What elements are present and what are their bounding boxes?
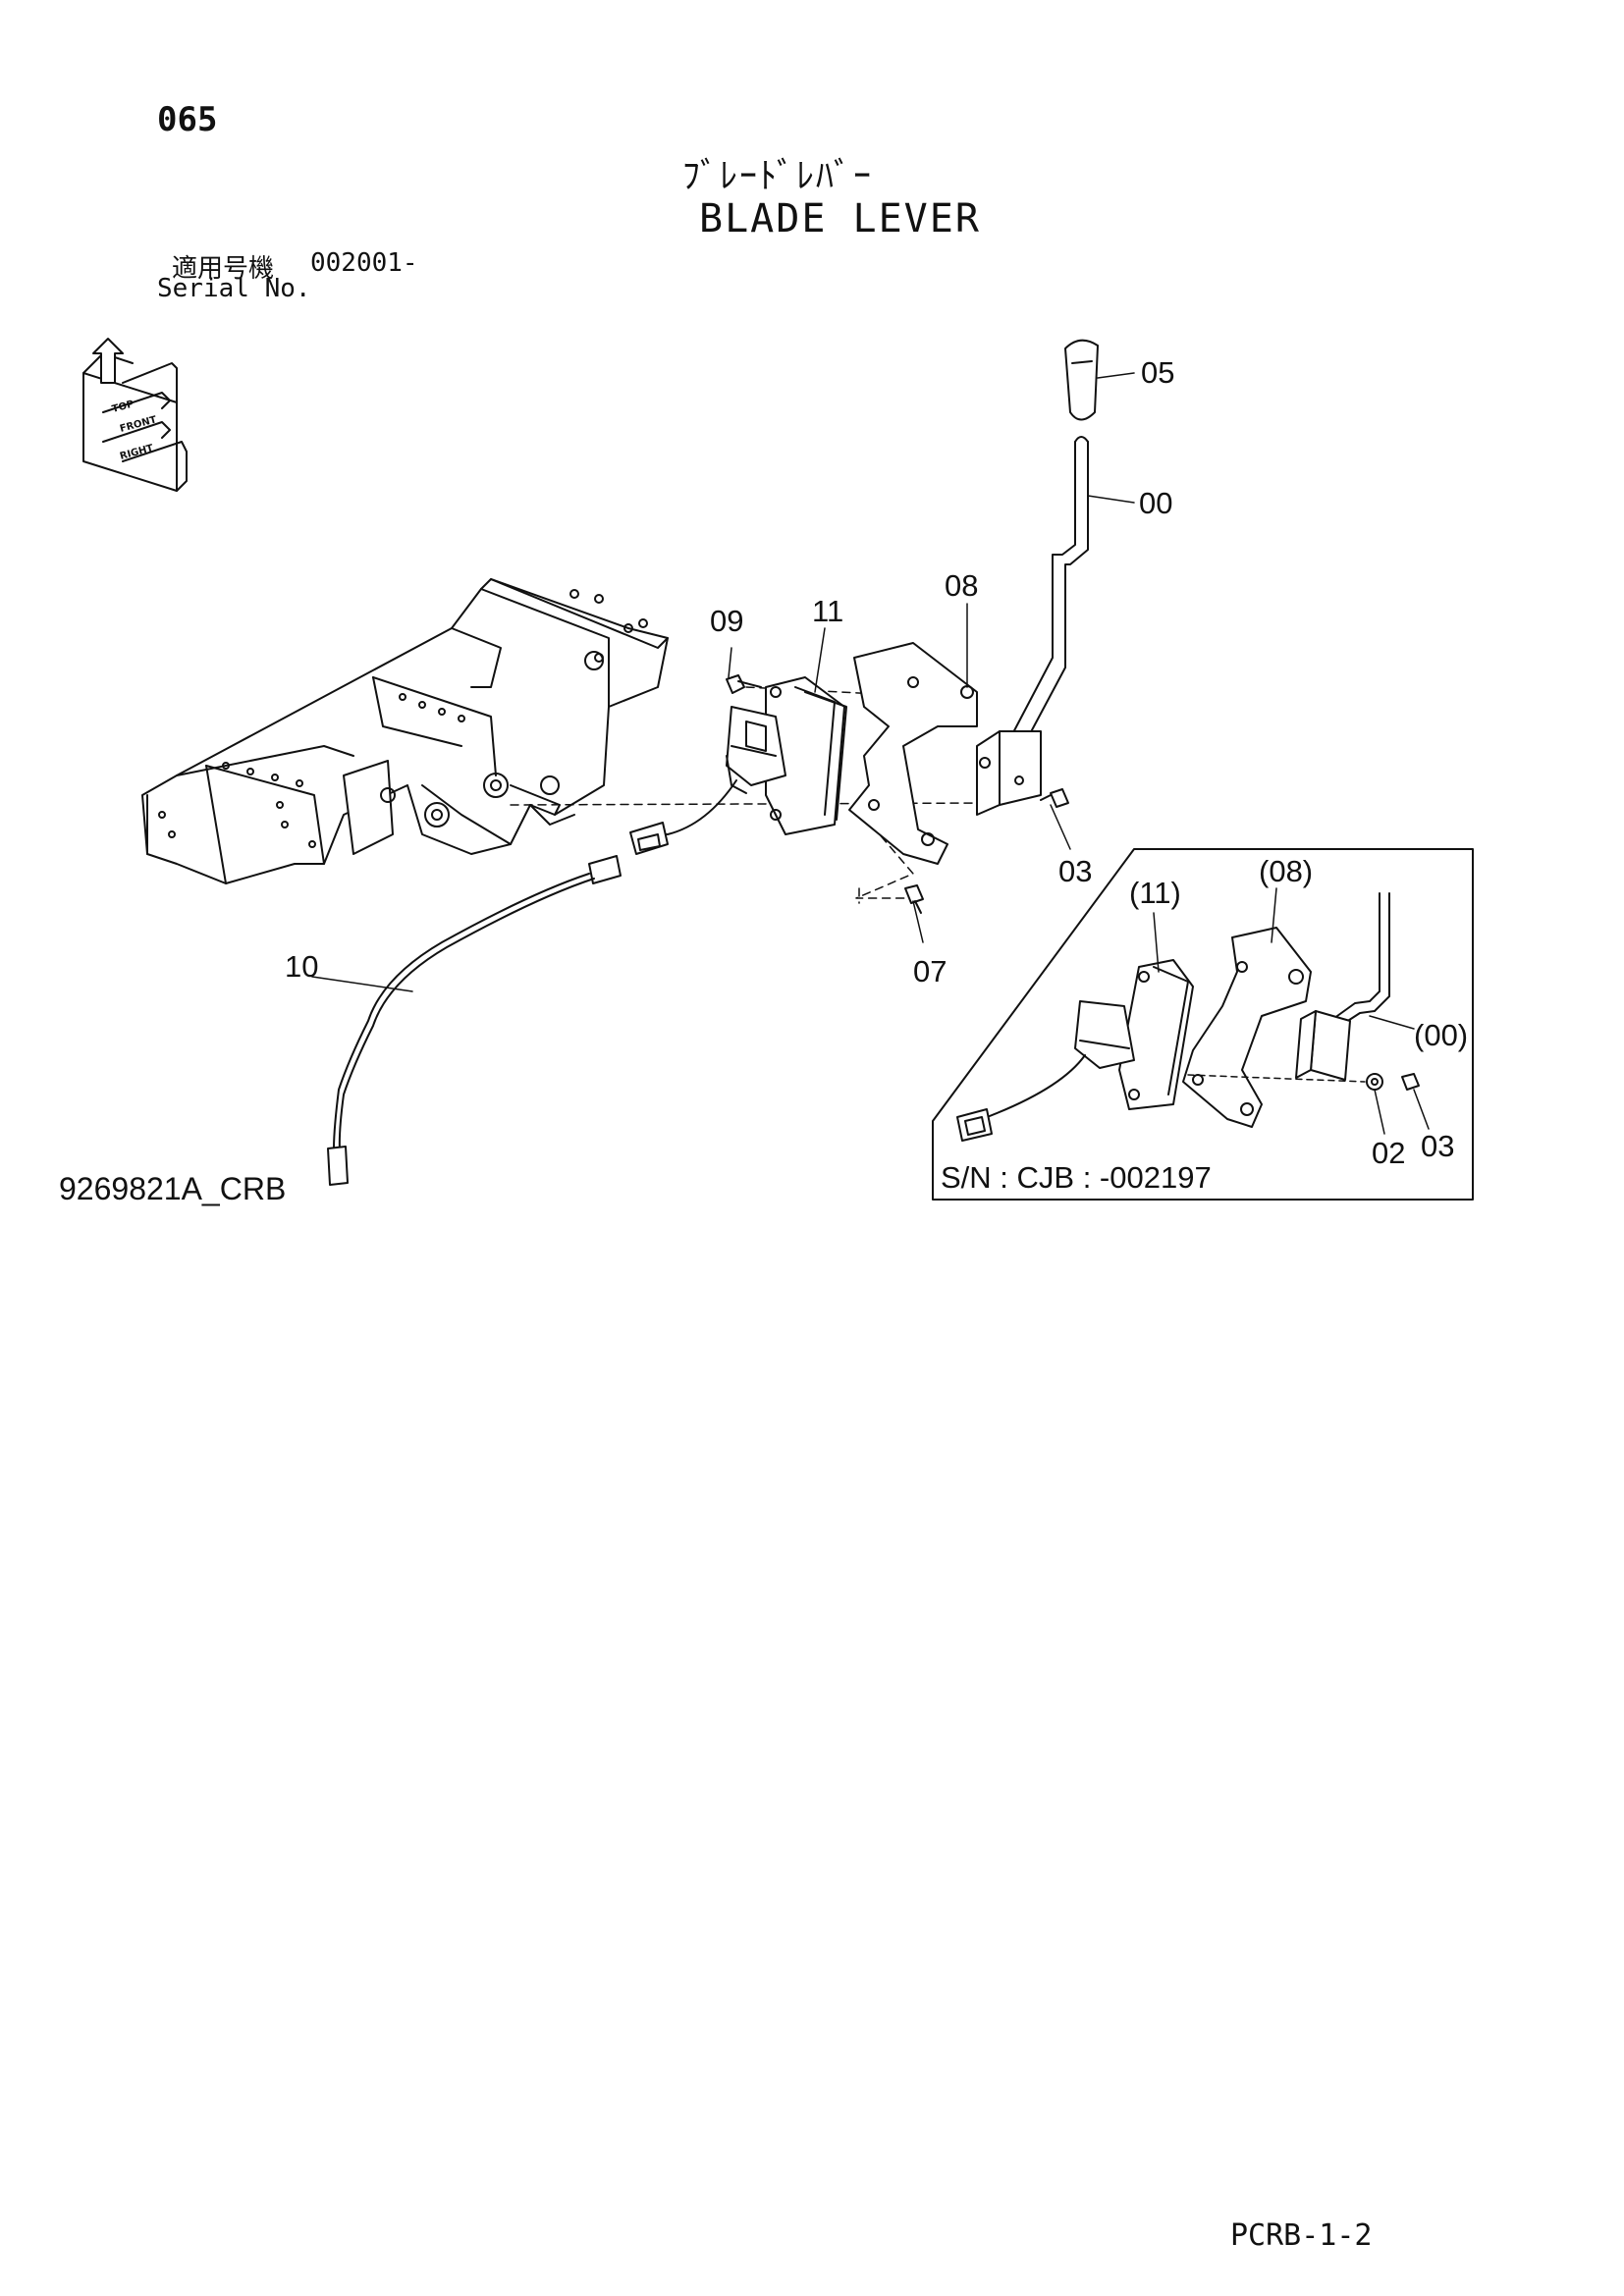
lever-rod-drawing [976, 436, 1089, 816]
callout-09: 09 [710, 604, 743, 638]
bolt-09-drawing [726, 674, 762, 694]
inset-detail-box [932, 848, 1474, 1201]
switch-assembly-drawing [726, 676, 847, 835]
serial-value: 002001- [310, 248, 418, 278]
orientation-cube-icon: TOP FRONT RIGHT [82, 338, 188, 492]
inset-callout-11: (11) [1129, 876, 1181, 910]
title-japanese: ﾌﾞﾚｰﾄﾞﾚﾊﾞｰ [682, 156, 873, 196]
inset-callout-03: 03 [1421, 1129, 1454, 1163]
title-english: BLADE LEVER [699, 196, 981, 241]
page-code: PCRB-1-2 [1230, 2218, 1373, 2253]
callout-07: 07 [913, 954, 947, 988]
bolt-07-drawing [904, 884, 924, 914]
serial-label-japanese: 適用号機 [172, 254, 275, 284]
inset-callout-08: (08) [1259, 854, 1313, 888]
wire-harness-drawing [327, 779, 737, 1186]
lever-knob-drawing [1064, 339, 1099, 421]
inset-callout-00: (00) [1414, 1018, 1468, 1052]
inset-callout-02: 02 [1372, 1136, 1405, 1170]
serial-label-english: Serial No. [157, 274, 311, 303]
callout-03: 03 [1058, 854, 1092, 888]
bracket-plate-drawing [848, 642, 978, 865]
page-number: 065 [157, 100, 218, 139]
callout-08: 08 [945, 568, 978, 603]
drawing-id: 9269821A_CRB [59, 1171, 287, 1206]
callout-11: 11 [812, 594, 843, 628]
callout-05: 05 [1141, 355, 1174, 390]
callout-00: 00 [1139, 486, 1172, 520]
inset-serial-note: S/N : CJB : -002197 [941, 1160, 1212, 1195]
leader-lines [311, 372, 1430, 1135]
callout-10: 10 [285, 949, 318, 984]
frame-bracket-drawing [141, 578, 669, 884]
bolt-03-drawing [1040, 788, 1069, 808]
